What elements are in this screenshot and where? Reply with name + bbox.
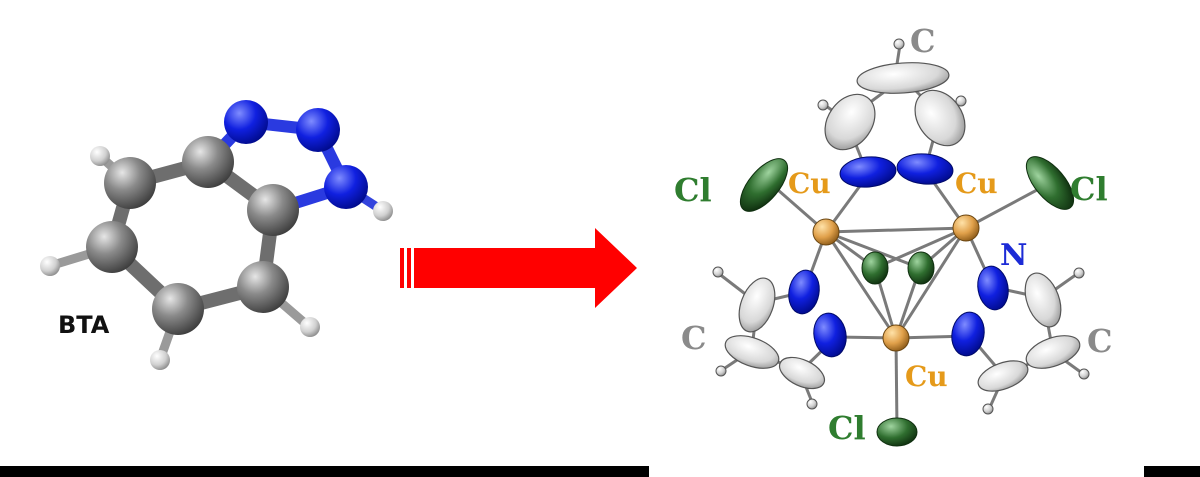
- bta-molecule: BTA: [40, 100, 393, 370]
- label-carbon-left: C: [681, 319, 706, 357]
- label-chlorine-bottom: Cl: [828, 409, 866, 447]
- nitrogen-ellipsoids: [788, 153, 1009, 358]
- label-copper-right: Cu: [955, 167, 998, 200]
- complex-hydrogens: [712, 38, 1090, 415]
- label-carbon-right: C: [1087, 322, 1112, 360]
- label-carbon-top: C: [910, 22, 935, 60]
- bottom-bar-right: [1144, 466, 1200, 477]
- label-chlorine-right: Cl: [1070, 170, 1108, 208]
- bta-carbon-atoms: [86, 136, 299, 335]
- label-nitrogen: N: [1000, 238, 1027, 273]
- bta-label: BTA: [58, 311, 110, 339]
- bottom-bar-left: [0, 466, 649, 477]
- carbon-ellipsoids: [724, 62, 1081, 392]
- bridging-chlorine-ellipsoids: [861, 251, 935, 285]
- cu-complex: C C C Cl Cl Cl Cu Cu Cu N: [674, 22, 1112, 447]
- atom-labels: C C C Cl Cl Cl Cu Cu Cu N: [674, 22, 1112, 447]
- bta-nitrogen-atoms: [224, 100, 368, 209]
- label-copper-left: Cu: [788, 167, 831, 200]
- label-copper-bottom: Cu: [905, 360, 948, 393]
- copper-atoms: [812, 214, 980, 352]
- label-chlorine-left: Cl: [674, 171, 712, 209]
- reaction-arrow: [400, 228, 637, 308]
- bta-hydrogen-atoms: [40, 146, 393, 370]
- terminal-chlorine-ellipsoids: [739, 156, 1075, 447]
